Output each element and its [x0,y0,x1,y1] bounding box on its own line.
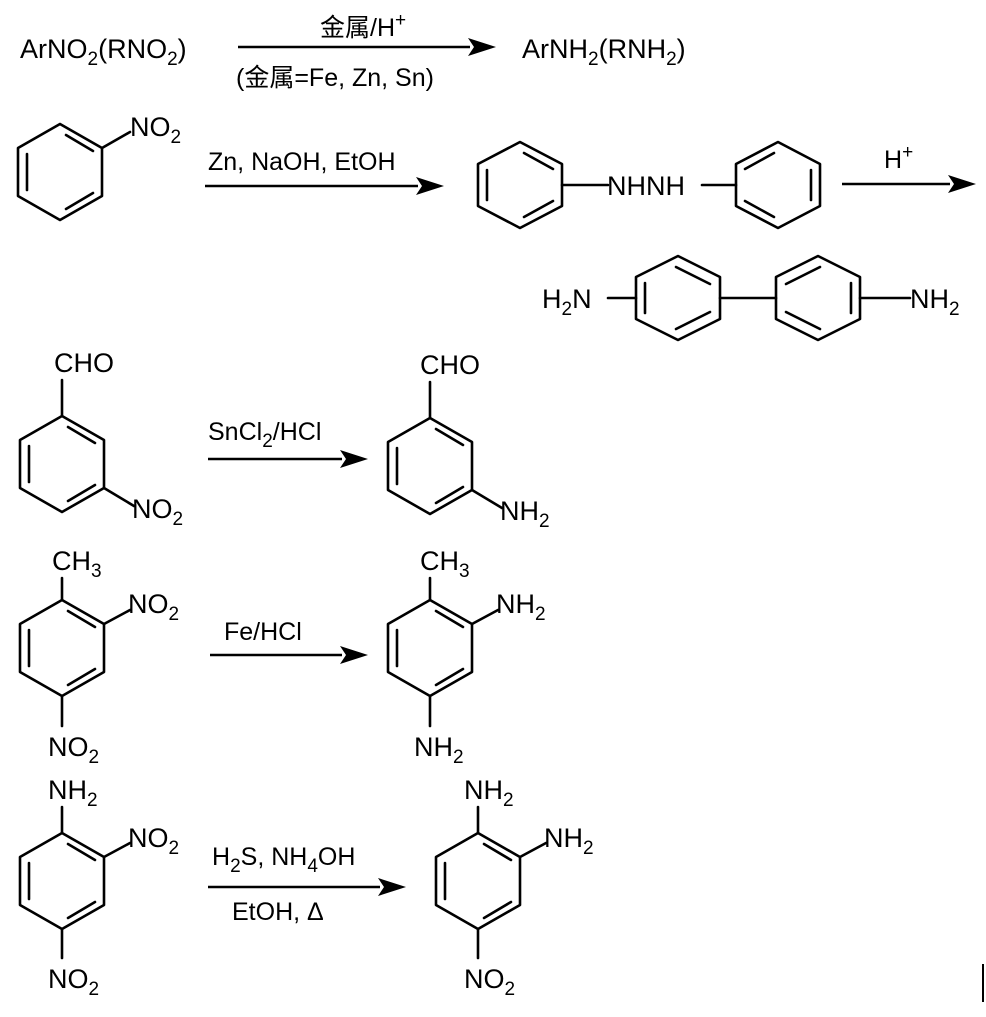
aniline-conditions-bottom: EtOH, Δ [232,898,324,926]
aldehyde-cho-label: CHO [54,348,114,378]
toluene-arrowhead [340,646,368,664]
aminobenzaldehyde-structure: CHO NH2 [386,350,550,532]
product-cho-label: CHO [420,350,480,380]
benzidine-reaction: NO2 Zn, NaOH, EtOH NHNH H+ H2N [16,112,976,342]
acid-condition: H+ [884,142,913,174]
product-amine-2b-label: NH2 [544,823,594,859]
benzidine-right-amine: NH2 [910,284,960,320]
dinitroaniline-structure: NH2 NO2 NO2 [18,775,179,1000]
toluene-nitro-4-label: NO2 [48,732,99,768]
general-condition-top: 金属/H+ [320,10,406,42]
toluene-methyl-label: CH3 [52,546,102,582]
benzidine-conditions: Zn, NaOH, EtOH [208,148,396,176]
diaminotoluene-structure: CH3 NH2 NH2 [386,546,546,768]
toluene-conditions: Fe/HCl [224,618,302,646]
nitrophenylenediamine-structure: NH2 NH2 NO2 [434,775,594,1000]
product-methyl-label: CH3 [420,546,470,582]
general-arrowhead [468,38,496,56]
hydrazobenzene-structure: NHNH [476,140,822,230]
aniline-arrowhead [378,878,406,896]
product-amine-1-label: NH2 [464,775,514,811]
product-amine-4-label: NH2 [414,732,464,768]
general-reactant: ArNO2(RNO2) [20,34,187,70]
product-amine-2-label: NH2 [496,589,546,625]
aniline-conditions-top: H2S, NH4OH [212,843,355,877]
nitrobenzene-nitro-label: NO2 [130,112,181,148]
nitrobenzaldehyde-structure: CHO NO2 [18,348,183,530]
dinitrotoluene-structure: CH3 NO2 NO2 [18,546,179,768]
aldehyde-nitro-label: NO2 [132,494,183,530]
aldehyde-conditions: SnCl2/HCl [208,418,321,452]
nitrobenzene-structure: NO2 [16,112,181,222]
hydrazo-nhnh-label: NHNH [607,171,685,201]
general-reaction: ArNO2(RNO2) 金属/H+ (金属=Fe, Zn, Sn) ArNH2(… [20,10,686,92]
product-nitro-label: NO2 [464,964,515,1000]
aniline-nitro-4-label: NO2 [48,964,99,1000]
benzidine-arrowhead-1 [416,177,444,195]
toluene-nitro-2-label: NO2 [128,589,179,625]
aniline-amine-label: NH2 [48,775,98,811]
general-product: ArNH2(RNH2) [522,34,686,70]
aldehyde-arrowhead [340,450,368,468]
toluene-reaction: CH3 NO2 NO2 Fe/HCl CH3 NH2 NH2 [18,546,546,768]
aldehyde-reaction: CHO NO2 SnCl2/HCl CHO NH2 [18,348,550,532]
benzidine-structure: H2N NH2 [542,254,960,342]
product-amine-label: NH2 [500,496,550,532]
benzidine-left-amine: H2N [542,284,592,320]
dinitroaniline-reaction: NH2 NO2 NO2 H2S, NH4OH EtOH, Δ NH2 NH2 N… [18,775,594,1000]
aniline-nitro-2-label: NO2 [128,823,179,859]
general-condition-bottom: (金属=Fe, Zn, Sn) [236,64,434,92]
benzidine-arrowhead-2 [948,175,976,193]
